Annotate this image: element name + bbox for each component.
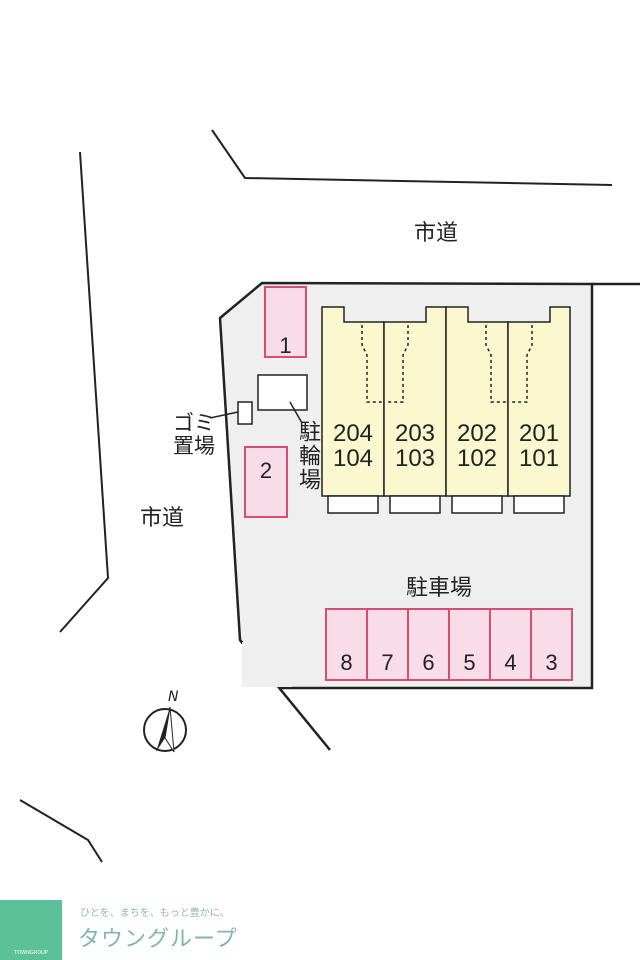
unit-lower: 101 — [518, 445, 560, 472]
unit-upper: 204 — [332, 420, 374, 447]
stair-outline — [512, 325, 533, 403]
parking-space-number: 8 — [340, 650, 353, 675]
parking-space-2 — [244, 446, 288, 518]
road-edge-bottom — [19, 799, 103, 863]
bicycle-shed — [257, 374, 308, 411]
parking-space-number: 6 — [422, 650, 435, 675]
logo: TOWNGROUP — [0, 900, 62, 960]
bicycle-label: 駐輪場 — [295, 420, 320, 492]
road-label-left: 市道 — [140, 506, 185, 531]
parking-space-number: 3 — [545, 650, 558, 675]
stair-outline — [485, 325, 506, 403]
unit-upper: 201 — [518, 420, 560, 447]
logo-sub: TOWNGROUP — [14, 950, 48, 956]
road-edge-left — [59, 151, 110, 633]
slogan: ひとを、まちを、もっと豊かに。 — [80, 908, 230, 919]
stair-outline — [361, 325, 382, 403]
building-unit — [507, 306, 571, 497]
road-edge-top — [211, 129, 613, 186]
parking-label: 駐車場 — [406, 576, 473, 601]
space-label: 2 — [259, 458, 273, 483]
balcony — [327, 495, 379, 514]
unit-upper: 203 — [394, 420, 436, 447]
parking-space-number: 5 — [463, 650, 476, 675]
unit-lower: 103 — [394, 445, 436, 472]
garbage-label: ゴミ置場 — [173, 411, 215, 458]
unit-upper: 202 — [456, 420, 498, 447]
parking-space-number: 4 — [504, 650, 517, 675]
parking-space-number: 7 — [381, 650, 394, 675]
compass-north-label: N — [168, 689, 179, 705]
unit-lower: 104 — [332, 445, 374, 472]
unit-lower: 102 — [456, 445, 498, 472]
stair-outline — [388, 325, 409, 403]
balcony — [513, 495, 565, 514]
brand-name: タウングループ — [78, 927, 238, 952]
parking-space-1 — [264, 286, 307, 358]
balcony — [451, 495, 503, 514]
garbage-station — [237, 401, 253, 425]
space-label: 1 — [279, 333, 292, 358]
balcony — [389, 495, 441, 514]
compass-icon — [143, 706, 187, 753]
lots — [244, 286, 573, 681]
road-label-top: 市道 — [414, 221, 459, 246]
